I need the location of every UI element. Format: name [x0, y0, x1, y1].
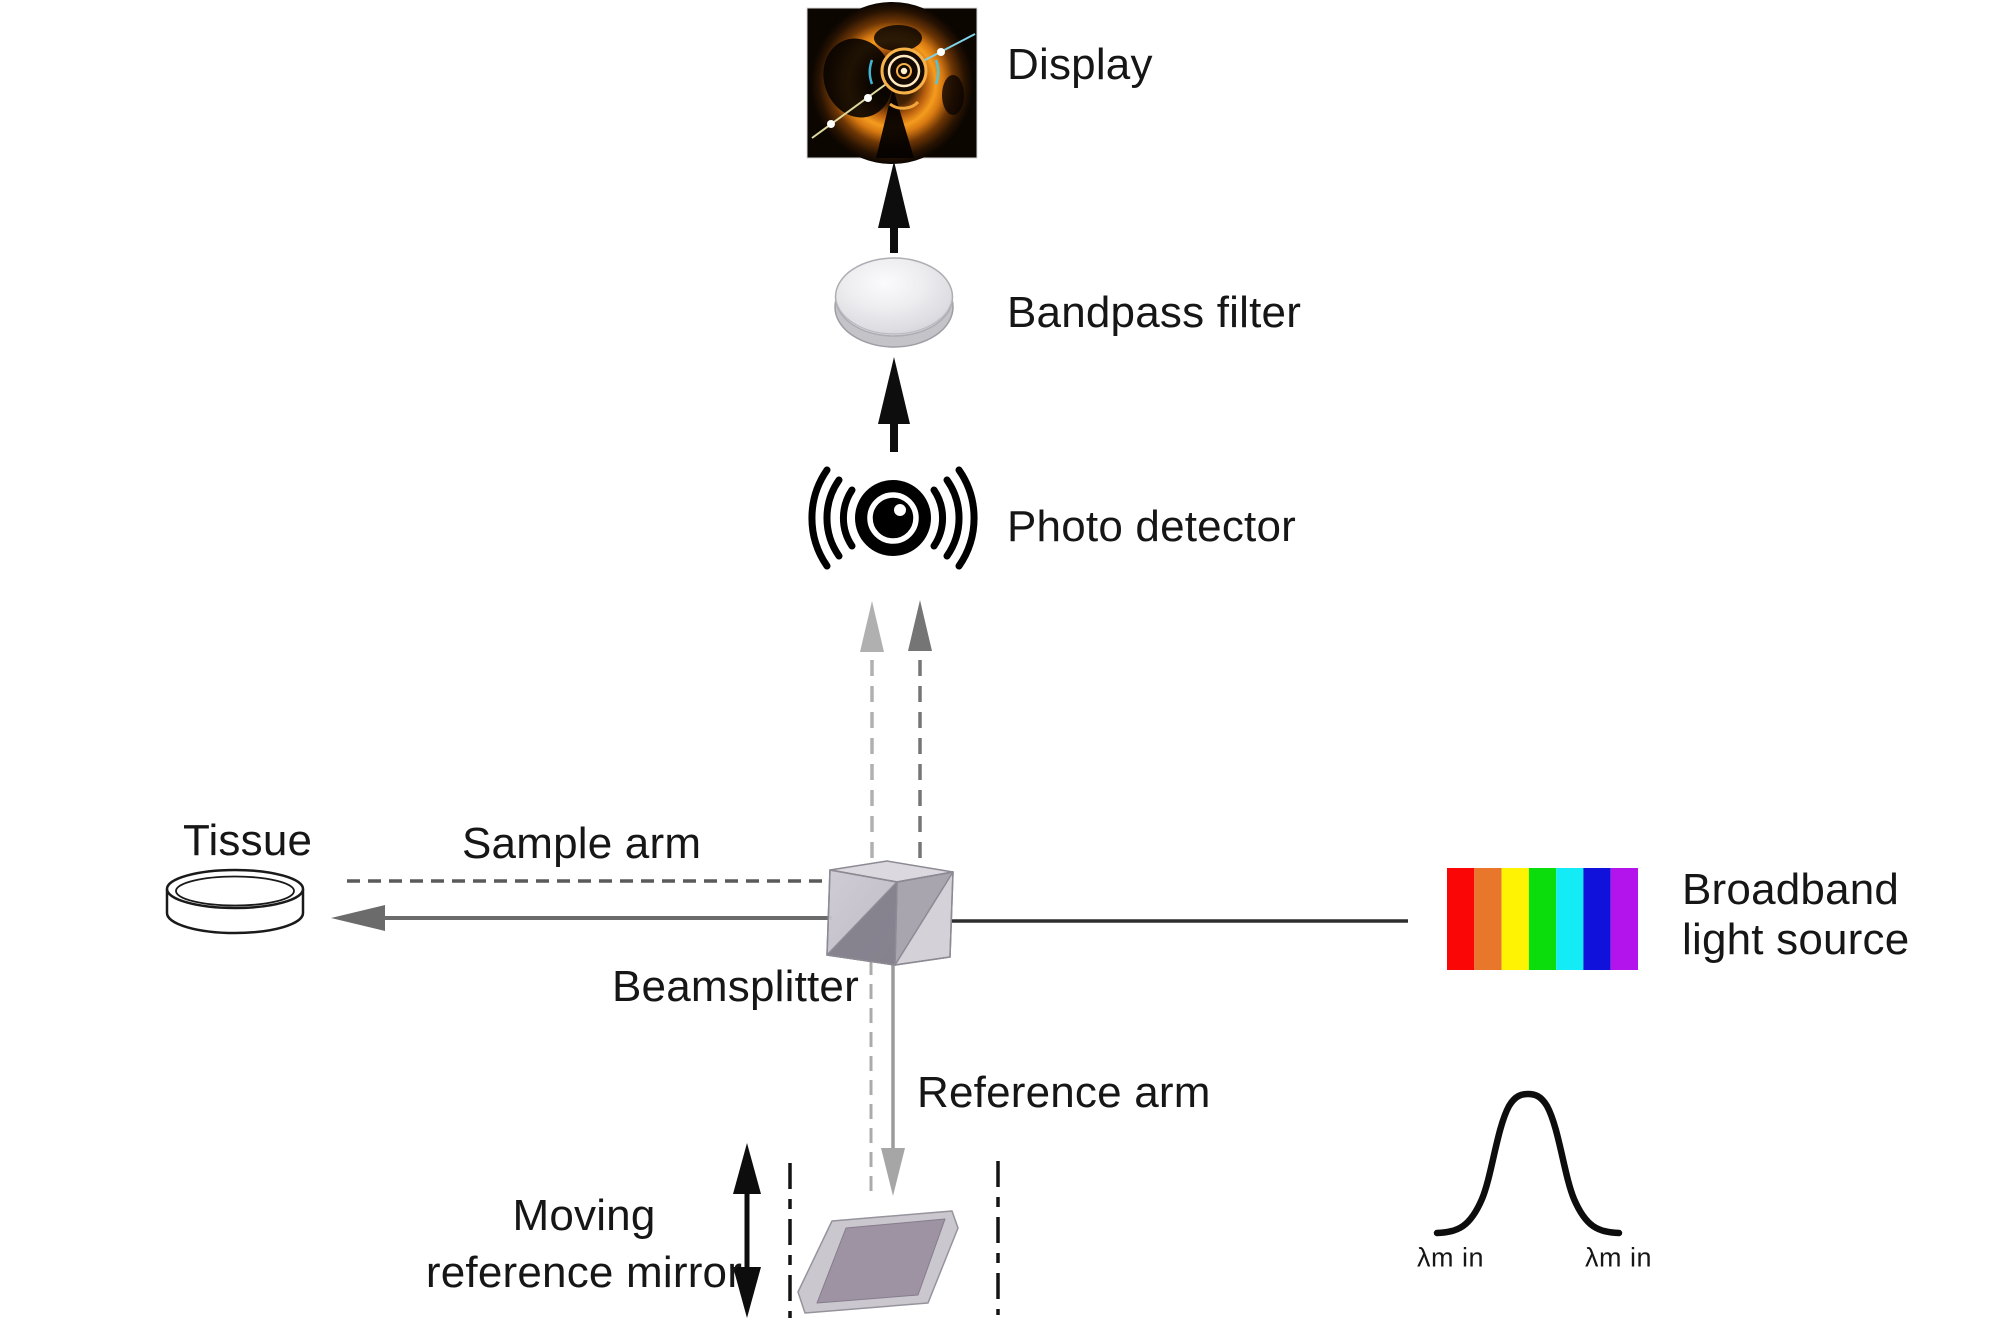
broadband-label-line2: light source [1682, 914, 1910, 964]
lambda-left-label: λm in [1417, 1242, 1485, 1273]
beamsplitter-cube-icon [826, 860, 954, 966]
sample-arm-label: Sample arm [462, 818, 702, 868]
moving-mirror-label-line1: Moving [512, 1190, 656, 1240]
rainbow-spectrum-icon [1447, 868, 1638, 970]
detector-signal-icon [808, 466, 978, 570]
photo-detector-label: Photo detector [1007, 501, 1296, 551]
bandpass-filter-label: Bandpass filter [1007, 287, 1302, 337]
tilted-mirror-icon [797, 1210, 959, 1314]
flow-arrow-to-display [878, 161, 910, 253]
return-beam-reference [908, 600, 932, 858]
display-label: Display [1007, 39, 1153, 89]
gaussian-spectrum-curve [1433, 1090, 1623, 1237]
lens-icon [834, 257, 954, 348]
reference-beam-arrow [881, 962, 905, 1196]
sample-arm-beam-arrow [331, 905, 832, 931]
broadband-label-line1: Broadband [1682, 864, 1900, 914]
oct-scan-image [806, 2, 978, 164]
tissue-label: Tissue [183, 815, 313, 865]
lambda-right-label: λm in [1585, 1242, 1653, 1273]
mirror-motion-double-arrow [733, 1143, 761, 1318]
petri-dish-icon [165, 868, 305, 935]
reference-arm-label: Reference arm [917, 1067, 1211, 1117]
flow-arrow-to-filter [878, 357, 910, 452]
beamsplitter-label: Beamsplitter [612, 961, 859, 1011]
moving-mirror-label-line2: reference mirror [425, 1247, 743, 1297]
return-beam-sample [860, 601, 884, 858]
